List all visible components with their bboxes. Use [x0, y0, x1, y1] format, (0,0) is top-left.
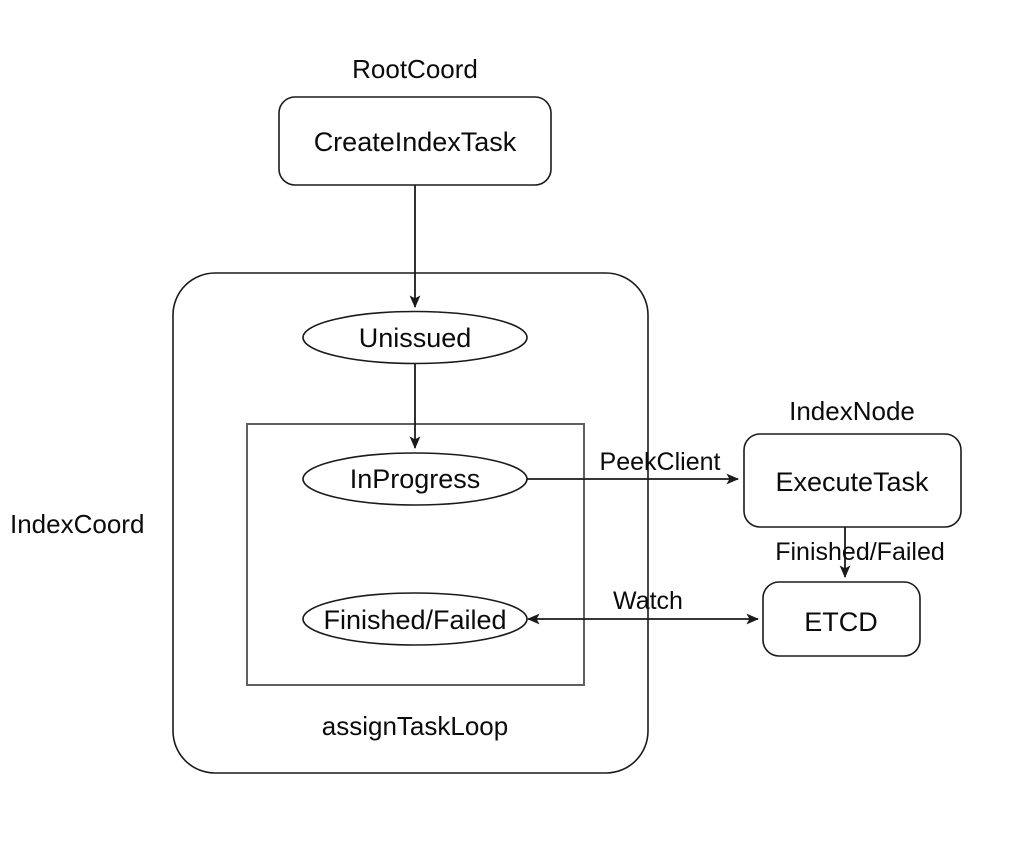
node-unissued[interactable]: Unissued [302, 310, 528, 365]
node-create-index-task[interactable]: CreateIndexTask [278, 96, 552, 186]
group-index-coord-boundary [172, 272, 649, 774]
node-in-progress-label: InProgress [350, 464, 481, 494]
node-execute-task[interactable]: ExecuteTask [743, 433, 962, 528]
edge-label-finished-failed: Finished/Failed [775, 538, 945, 566]
edge-label-peek-client: PeekClient [600, 448, 721, 476]
node-finished-failed[interactable]: Finished/Failed [302, 592, 528, 646]
group-label-index-coord: IndexCoord [10, 509, 144, 539]
node-in-progress[interactable]: InProgress [302, 452, 528, 506]
node-etcd[interactable]: ETCD [762, 581, 921, 657]
group-label-index-node: IndexNode [789, 396, 915, 426]
node-create-index-task-label: CreateIndexTask [314, 127, 517, 157]
node-etcd-shape [762, 581, 921, 657]
node-finished-failed-shape [302, 592, 528, 646]
group-label-assign-task-loop: assignTaskLoop [322, 711, 508, 741]
node-execute-task-shape [743, 433, 962, 528]
group-label-root-coord: RootCoord [352, 54, 478, 84]
node-finished-failed-label: Finished/Failed [323, 605, 506, 635]
edge-label-watch: Watch [613, 587, 683, 615]
node-etcd-label: ETCD [804, 607, 878, 637]
node-unissued-label: Unissued [359, 323, 472, 353]
node-execute-task-label: ExecuteTask [775, 467, 929, 497]
